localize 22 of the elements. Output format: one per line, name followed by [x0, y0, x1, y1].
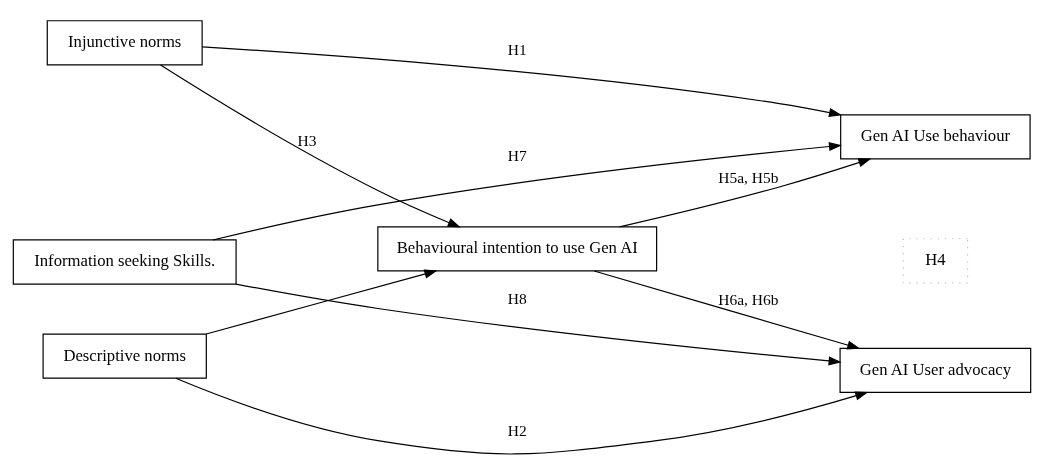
- edge-label: H2: [507, 421, 527, 439]
- arrow: [235, 283, 842, 365]
- node-box: Behavioural intention to use Gen AI: [377, 225, 658, 272]
- edge-label: H3: [297, 131, 317, 149]
- arrow: [175, 377, 869, 455]
- edge-label: H7: [507, 146, 527, 164]
- edge-label: H1: [507, 40, 527, 58]
- node-box: Injunctive norms: [46, 19, 203, 65]
- node-box: Descriptive norms: [42, 333, 207, 379]
- label: H4: [925, 249, 946, 269]
- node-box: Gen AI User advocacy: [839, 347, 1032, 393]
- node-box: Information seeking Skills.: [12, 238, 237, 285]
- arrow: [159, 64, 461, 227]
- arrow: [593, 269, 861, 350]
- arrow: [205, 269, 438, 335]
- edge-label: H8: [507, 289, 527, 307]
- arrow: [618, 157, 872, 227]
- arrow: [201, 45, 843, 117]
- arrow: [212, 141, 843, 241]
- node-box: Gen AI Use behaviour: [840, 113, 1031, 160]
- edge-label: H5a, H5b: [718, 168, 779, 186]
- edge-label: H6a, H6b: [718, 290, 779, 308]
